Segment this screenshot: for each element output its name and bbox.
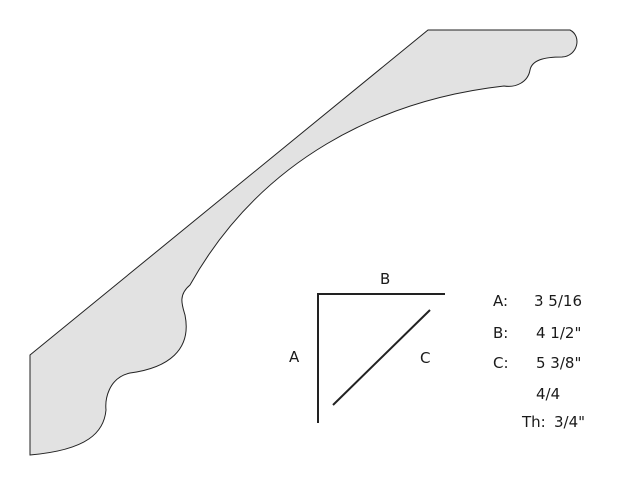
diagonal-line-c (332, 309, 431, 406)
thickness-value: 3/4" (554, 413, 586, 431)
spec-key-b: B: (493, 324, 509, 342)
spec-key-a: A: (493, 292, 509, 310)
spec-value-a: 3 5/16 (534, 292, 582, 310)
crown-molding-profile (29, 29, 578, 456)
label-c: C (420, 349, 430, 367)
angle-bracket-lines (317, 293, 445, 423)
label-b: B (380, 270, 390, 288)
spec-key-c: C: (493, 354, 509, 372)
spec-value-c: 5 3/8" (536, 354, 582, 372)
label-a: A (289, 348, 300, 366)
spec-value-b: 4 1/2" (536, 324, 582, 342)
stock-size: 4/4 (536, 385, 561, 403)
thickness-label: Th: (522, 413, 546, 431)
